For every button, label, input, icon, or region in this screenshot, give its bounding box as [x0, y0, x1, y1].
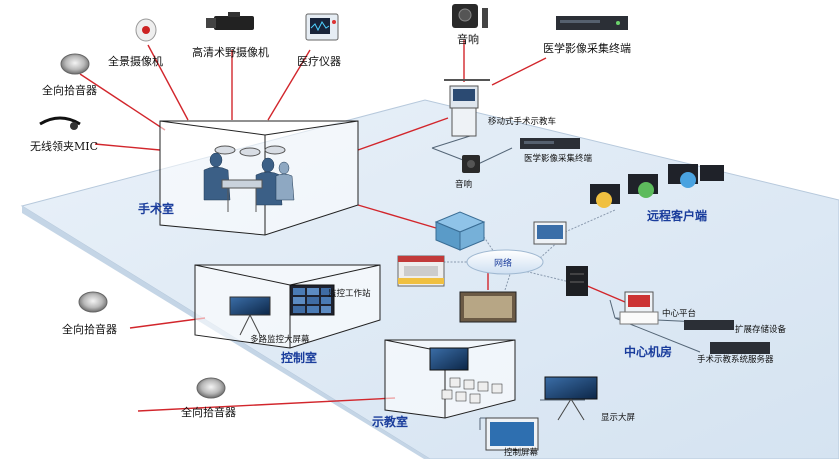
center-platform-icon	[619, 291, 659, 325]
hd-camera-icon	[206, 12, 254, 30]
wireless-mic-label: 无线领夹MIC	[30, 140, 99, 153]
remote-clients	[590, 164, 724, 208]
server-rack-icon	[566, 266, 588, 296]
surgery-server-label: 手术示教系统服务器	[697, 355, 774, 365]
mobile-cart-icon	[444, 79, 490, 137]
panorama-camera-label: 全景摄像机	[108, 55, 163, 68]
central-room-label: 中心机房	[624, 345, 673, 359]
panorama-camera-icon	[135, 18, 157, 42]
cart-terminal-icon	[520, 138, 580, 149]
medical-image-terminal-top-icon	[556, 16, 628, 30]
video-wall	[289, 284, 335, 316]
omni-mic-2-icon	[78, 291, 108, 313]
red-links	[79, 40, 626, 412]
surgeons	[203, 152, 295, 206]
monitor-workstation	[229, 296, 271, 336]
medical-device-icon	[305, 13, 339, 41]
center-platform-label: 中心平台	[662, 309, 697, 319]
network-switch-building-icon	[434, 211, 486, 251]
firewall-icon	[397, 255, 445, 287]
remote-monitor-icon	[533, 221, 567, 245]
wireless-mic-icon	[39, 116, 81, 130]
multi-monitor-screen-label: 多路监控大屏幕	[250, 335, 310, 345]
network-cloud	[466, 249, 544, 275]
teaching-room-label: 示教室	[372, 415, 409, 429]
medical-image-terminal-top-label: 医学影像采集终端	[543, 42, 631, 55]
speaker-top-icon	[452, 4, 488, 28]
control-screen-icon	[485, 417, 539, 451]
expansion-storage-icon	[684, 320, 734, 330]
mobile-cart-label: 移动式手术示教车	[488, 117, 557, 127]
audience-seats	[441, 377, 503, 404]
hd-camera-label: 高清术野摄像机	[192, 46, 269, 59]
display-screen-icon	[544, 376, 598, 421]
omni-mic-3-icon	[196, 377, 226, 399]
operating-room-label: 手术室	[138, 202, 175, 216]
omni-mic-1-label: 全向拾音器	[42, 84, 97, 97]
monitor-workstation-label: 监控工作站	[328, 289, 371, 299]
surgery-server-icon	[710, 342, 770, 354]
omni-mic-3-label: 全向拾音器	[181, 406, 236, 419]
expansion-storage-label: 扩展存储设备	[735, 325, 787, 335]
network-label: 网络	[494, 259, 513, 269]
speaker-top-label: 音响	[457, 33, 479, 46]
medical-device-label: 医疗仪器	[297, 55, 341, 68]
teaching-room-box	[384, 339, 516, 419]
control-screen-label: 控制屏幕	[504, 448, 539, 458]
medical-image-terminal-cart-label: 医学影像采集终端	[524, 154, 593, 164]
operating-room-box	[159, 120, 359, 236]
speaker-cart-label: 音响	[455, 180, 473, 190]
control-room-label: 控制室	[281, 351, 318, 365]
omni-mic-2-label: 全向拾音器	[62, 323, 117, 336]
omni-mic-1-icon	[60, 53, 90, 75]
cart-speaker-icon	[462, 155, 480, 173]
display-screen-label: 显示大屏	[601, 413, 636, 423]
teaching-display-icon	[459, 291, 517, 323]
control-room-box	[194, 264, 381, 349]
remote-client-label: 远程客户端	[647, 209, 708, 223]
